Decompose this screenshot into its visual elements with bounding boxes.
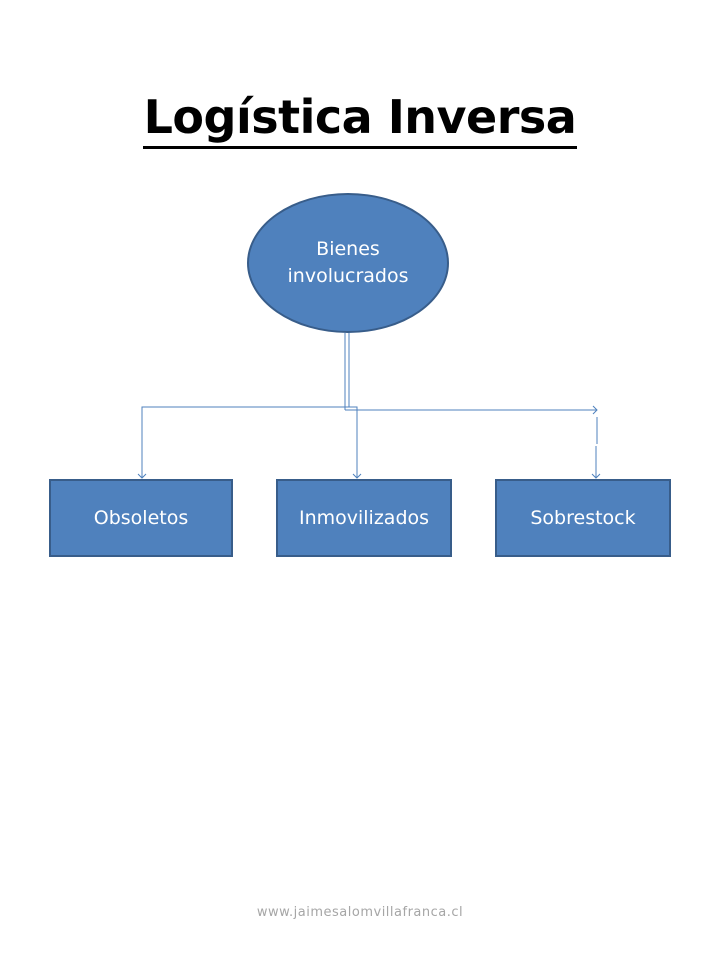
root-node-bienes-involucrados: Bienes involucrados	[247, 193, 449, 333]
footer-url: www.jaimesalomvillafranca.cl	[256, 905, 464, 920]
child-node-label: Inmovilizados	[298, 507, 430, 529]
page-title-text: Logística Inversa	[142, 90, 578, 149]
root-node-label: Bienes involucrados	[287, 238, 409, 287]
child-node-label: Obsoletos	[93, 507, 189, 529]
child-node-label: Sobrestock	[530, 507, 636, 529]
child-node-sobrestock: Sobrestock	[495, 479, 671, 557]
connector-to-obsoletos	[137, 406, 349, 479]
child-node-inmovilizados: Inmovilizados	[276, 479, 452, 557]
connector-to-inmovilizados	[349, 406, 362, 479]
child-node-obsoletos: Obsoletos	[49, 479, 233, 557]
page-title: Logística Inversa	[0, 88, 720, 149]
